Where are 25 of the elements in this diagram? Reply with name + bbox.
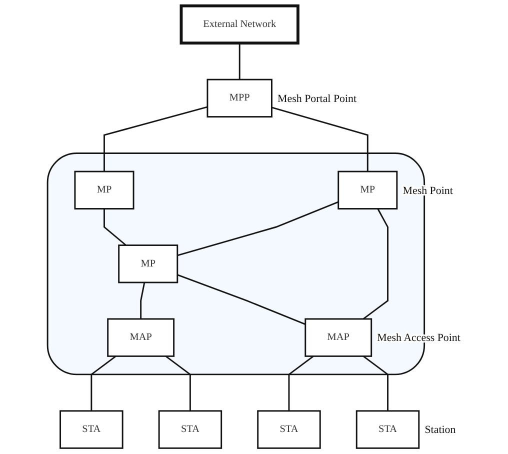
connector <box>104 106 208 172</box>
node-box: MAP <box>304 318 372 357</box>
node-box: MAP <box>107 318 175 357</box>
node-box: MP <box>338 170 398 210</box>
node-box: STA <box>158 410 222 449</box>
connector <box>104 208 126 246</box>
node-box: MP <box>74 170 134 210</box>
connector <box>177 201 339 256</box>
connector <box>90 356 116 411</box>
connector <box>288 356 314 411</box>
node-caption: Station <box>424 424 456 436</box>
node-box: STA <box>60 410 124 449</box>
connector <box>165 356 191 411</box>
node-box: MP <box>118 244 178 284</box>
node-caption: Mesh Portal Point <box>278 92 357 105</box>
node-box: External Network <box>180 4 300 45</box>
connector <box>140 282 146 319</box>
node-box: STA <box>356 410 420 449</box>
connector <box>177 274 306 325</box>
node-box: MPP <box>206 78 272 118</box>
node-box: STA <box>257 410 321 449</box>
connector <box>272 106 368 172</box>
connector <box>362 208 388 320</box>
connector <box>362 356 388 411</box>
connector <box>238 43 240 80</box>
